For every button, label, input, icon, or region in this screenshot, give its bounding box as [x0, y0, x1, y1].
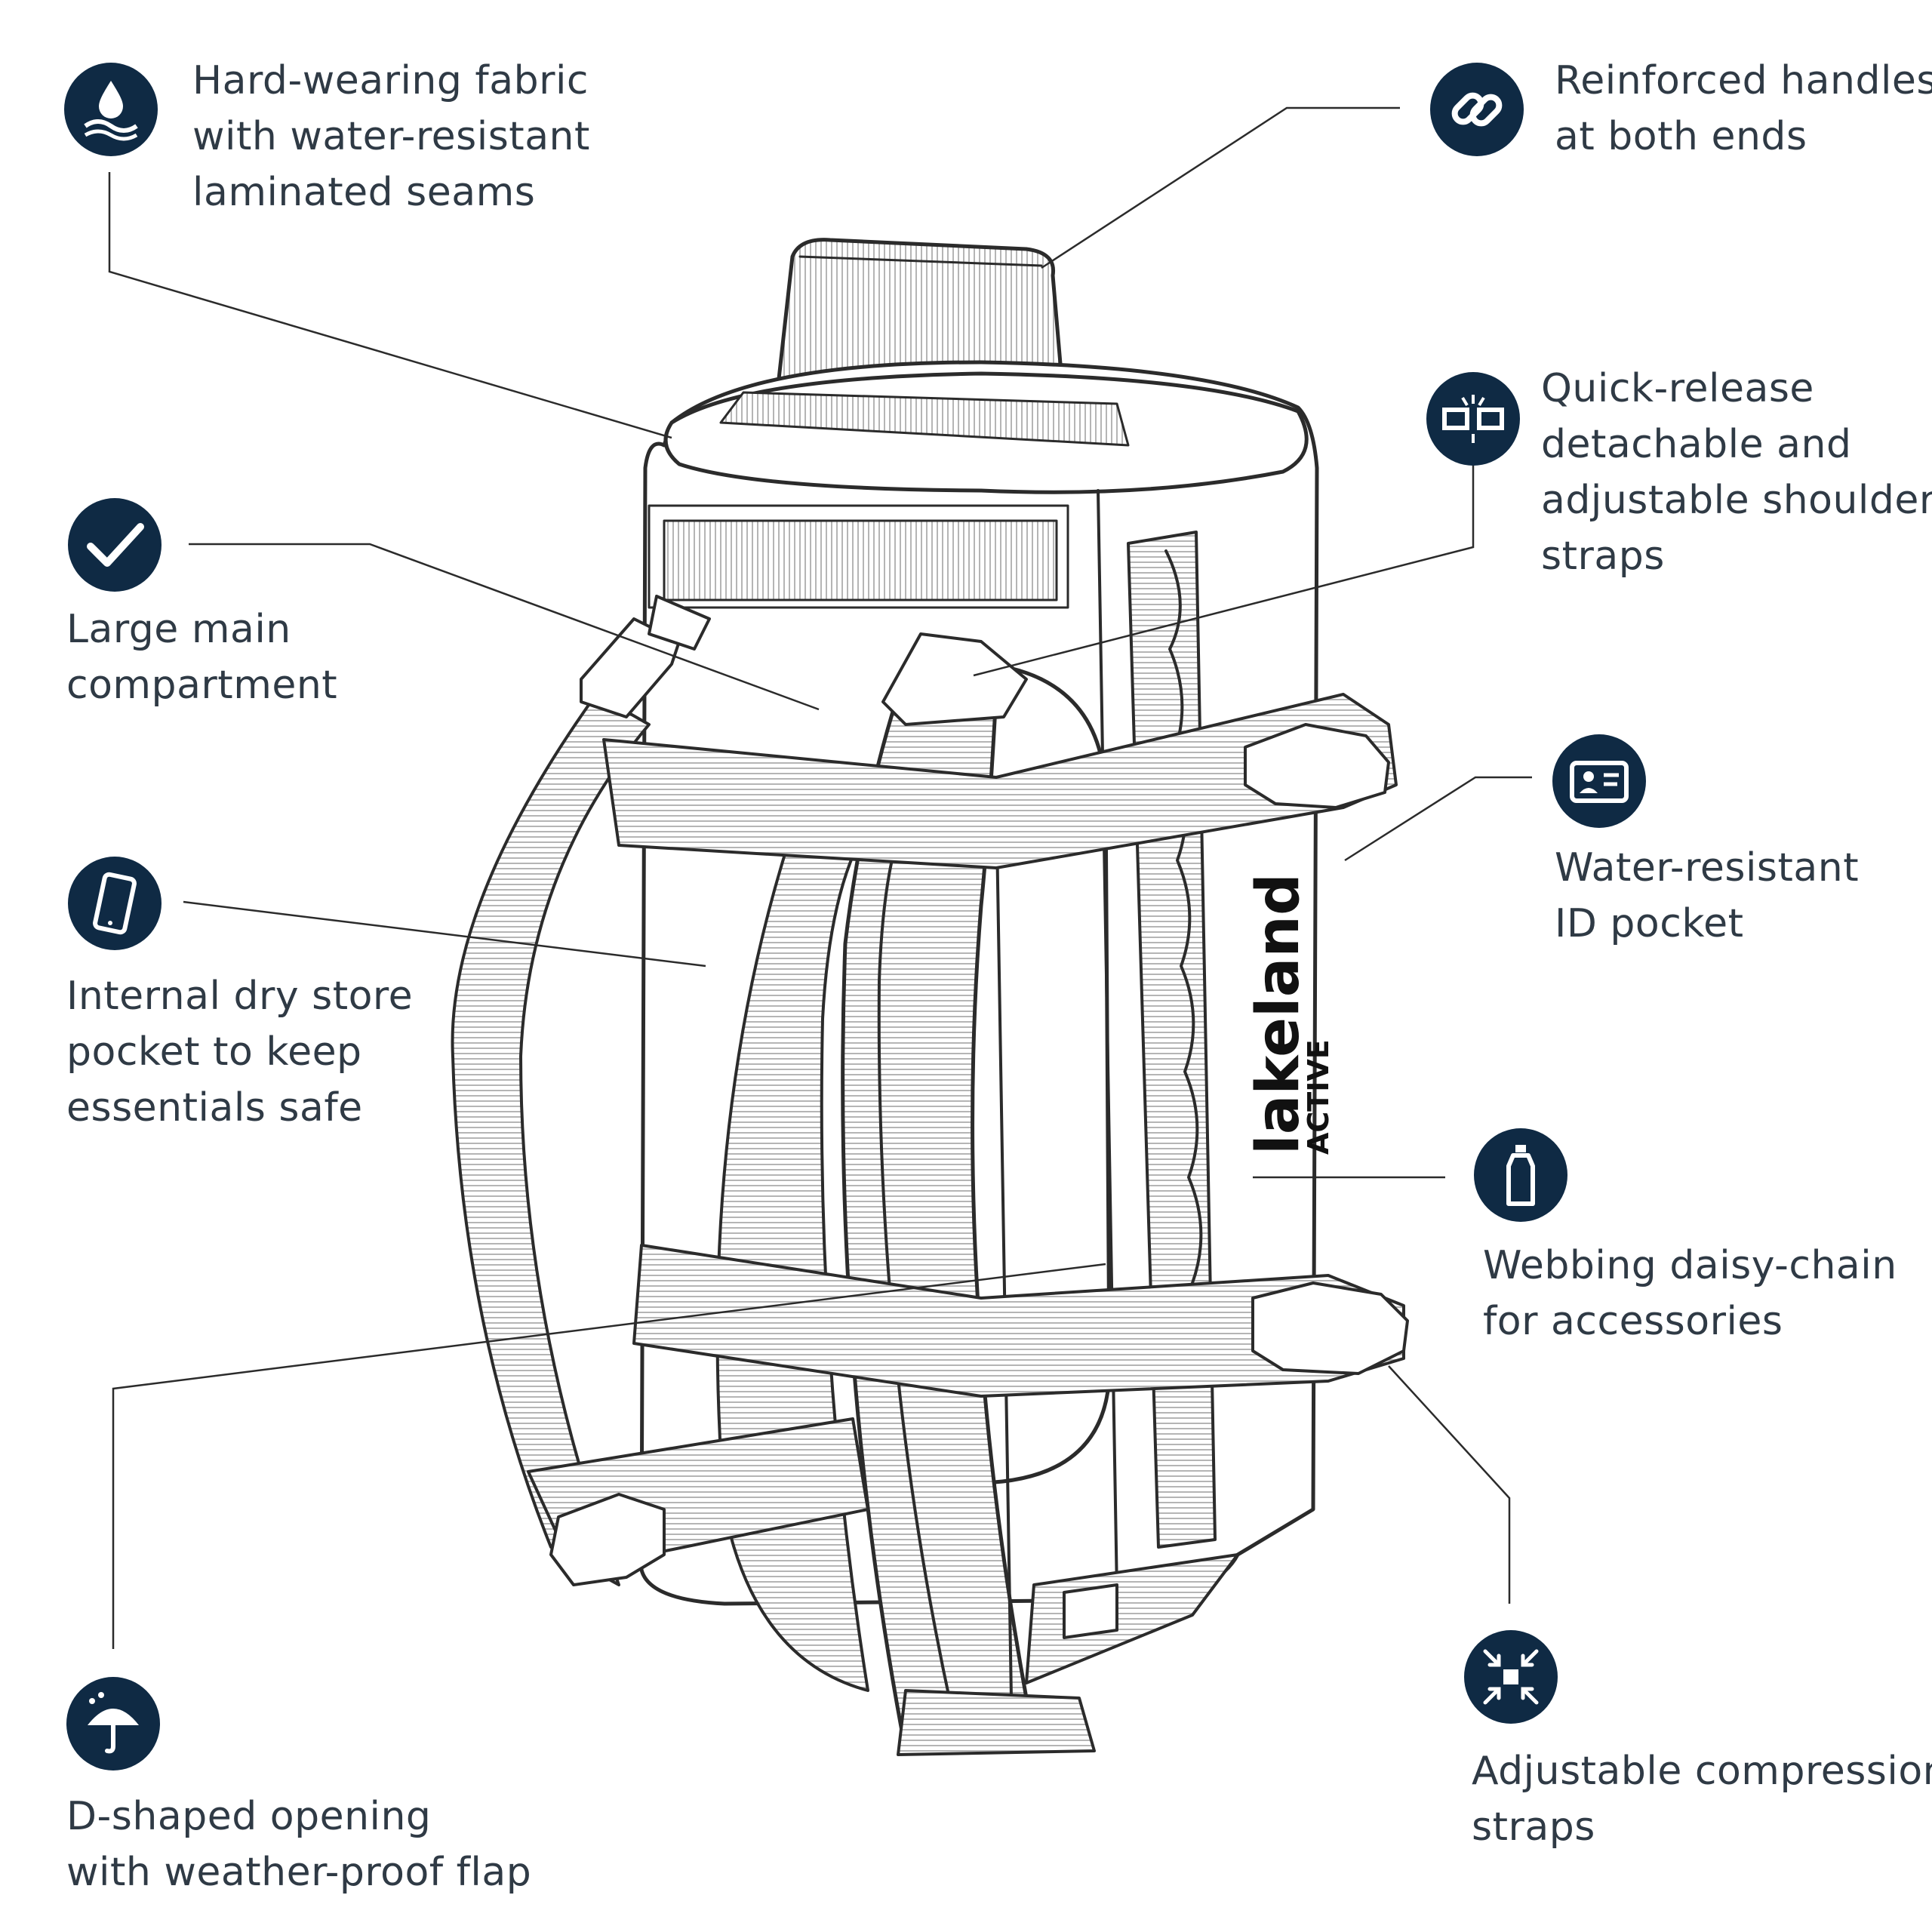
caption-id-pocket: Water-resistant ID pocket [1555, 845, 1860, 946]
buckle-upper-right [1244, 723, 1390, 809]
compress-arrows-icon [1464, 1630, 1558, 1724]
caption-fabric: Hard-wearing fabric with water-resistant… [192, 58, 590, 215]
leader-compression [1388, 1365, 1511, 1604]
caption-handles: Reinforced handles at both ends [1555, 58, 1932, 159]
chain-link-icon [1430, 63, 1524, 156]
svg-text:ACTIVE: ACTIVE [1302, 1039, 1335, 1155]
shoulder-strap-left [451, 693, 651, 1586]
caption-d-opening: D-shaped opening with weather-proof flap [66, 1794, 532, 1895]
leader-dry-store [183, 900, 706, 968]
phone-icon [68, 857, 162, 950]
bottle-icon [1474, 1128, 1567, 1222]
buckle-lower-right [1251, 1281, 1409, 1375]
leader-id-pocket [1344, 776, 1532, 862]
buckle-icon [1426, 372, 1520, 466]
checkmark-icon [68, 498, 162, 592]
caption-compression: Adjustable compression straps [1472, 1749, 1932, 1850]
compression-strap-lower [632, 1244, 1405, 1398]
leader-d-opening [112, 1263, 1106, 1649]
brand-logo: lakeland ACTIVE [1244, 873, 1335, 1155]
caption-quick-release: Quick-release detachable and adjustable … [1541, 366, 1932, 579]
buckle-lower-left [549, 1493, 666, 1586]
leader-lines [108, 106, 1532, 1649]
buckle-top-right [881, 632, 1028, 726]
compression-strap-upper [602, 693, 1398, 869]
water-drop-icon [64, 63, 158, 156]
leader-quick-release [973, 460, 1475, 677]
svg-text:lakeland: lakeland [1244, 873, 1312, 1155]
caption-main-compartment: Large main compartment [66, 607, 338, 708]
caption-daisy-chain: Webbing daisy-chain for accessories [1483, 1243, 1897, 1344]
umbrella-icon [66, 1677, 160, 1770]
buckle-top-left [580, 617, 681, 718]
id-card-icon [1552, 734, 1646, 828]
leader-main-compartment [189, 543, 820, 711]
caption-dry-store: Internal dry store pocket to keep essent… [66, 974, 414, 1131]
leader-fabric [108, 172, 672, 439]
leader-handles [1041, 106, 1400, 269]
